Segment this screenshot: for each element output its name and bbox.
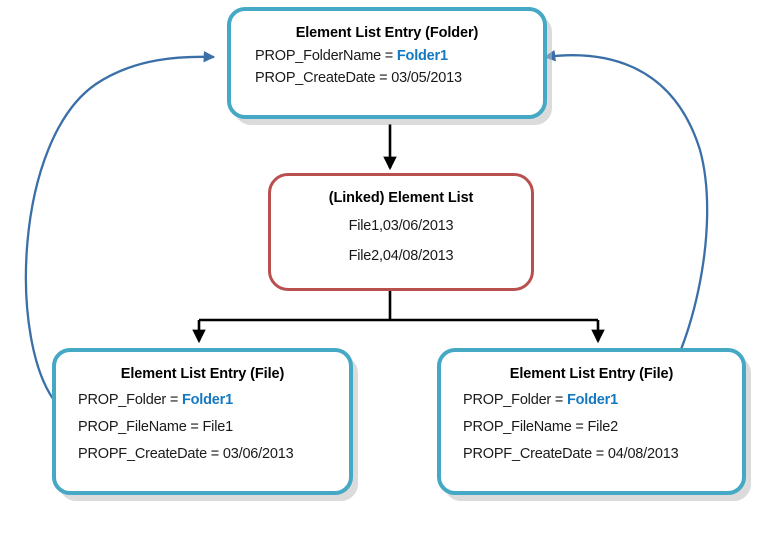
node-folder-prop-foldername: PROP_FolderName = Folder1 [255, 48, 533, 64]
node-file2-propf-createdate: PROPF_CreateDate = 04/08/2013 [463, 446, 679, 462]
node-linked-entry-1: File1,03/06/2013 [348, 218, 454, 234]
node-file1-title: Element List Entry (File) [120, 366, 285, 382]
node-file1-propf-createdate: PROPF_CreateDate = 03/06/2013 [78, 446, 294, 462]
node-folder-prop-createdate: PROP_CreateDate = 03/05/2013 [255, 70, 462, 86]
connector-linked-list-to-files [192, 291, 605, 344]
node-file1-prop-filename: PROP_FileName = File1 [78, 419, 233, 435]
node-linked-title: (Linked) Element List [328, 190, 474, 206]
node-folder-title: Element List Entry (Folder) [295, 25, 479, 41]
node-file1-prop-folder-value: Folder1 [181, 392, 233, 408]
node-file2-prop-folder: PROP_Folder = Folder1 [463, 392, 734, 408]
node-file2-title: Element List Entry (File) [509, 366, 674, 382]
node-file2-prop-folder-label: PROP_Folder = [463, 392, 567, 408]
node-element-list-entry-file-2[interactable]: Element List Entry (File) PROP_Folder = … [437, 348, 746, 495]
node-folder-prop-foldername-value: Folder1 [396, 48, 448, 64]
node-linked-entry-2: File2,04/08/2013 [348, 248, 454, 264]
node-file1-prop-folder: PROP_Folder = Folder1 [78, 392, 341, 408]
node-file2-prop-filename: PROP_FileName = File2 [463, 419, 618, 435]
node-file1-prop-folder-label: PROP_Folder = [78, 392, 182, 408]
node-linked-element-list[interactable]: (Linked) Element List File1,03/06/2013 F… [268, 173, 534, 291]
node-element-list-entry-folder[interactable]: Element List Entry (Folder) PROP_FolderN… [227, 7, 547, 119]
node-element-list-entry-file-1[interactable]: Element List Entry (File) PROP_Folder = … [52, 348, 353, 495]
node-folder-prop-foldername-label: PROP_FolderName = [255, 48, 397, 64]
node-file2-prop-folder-value: Folder1 [566, 392, 618, 408]
